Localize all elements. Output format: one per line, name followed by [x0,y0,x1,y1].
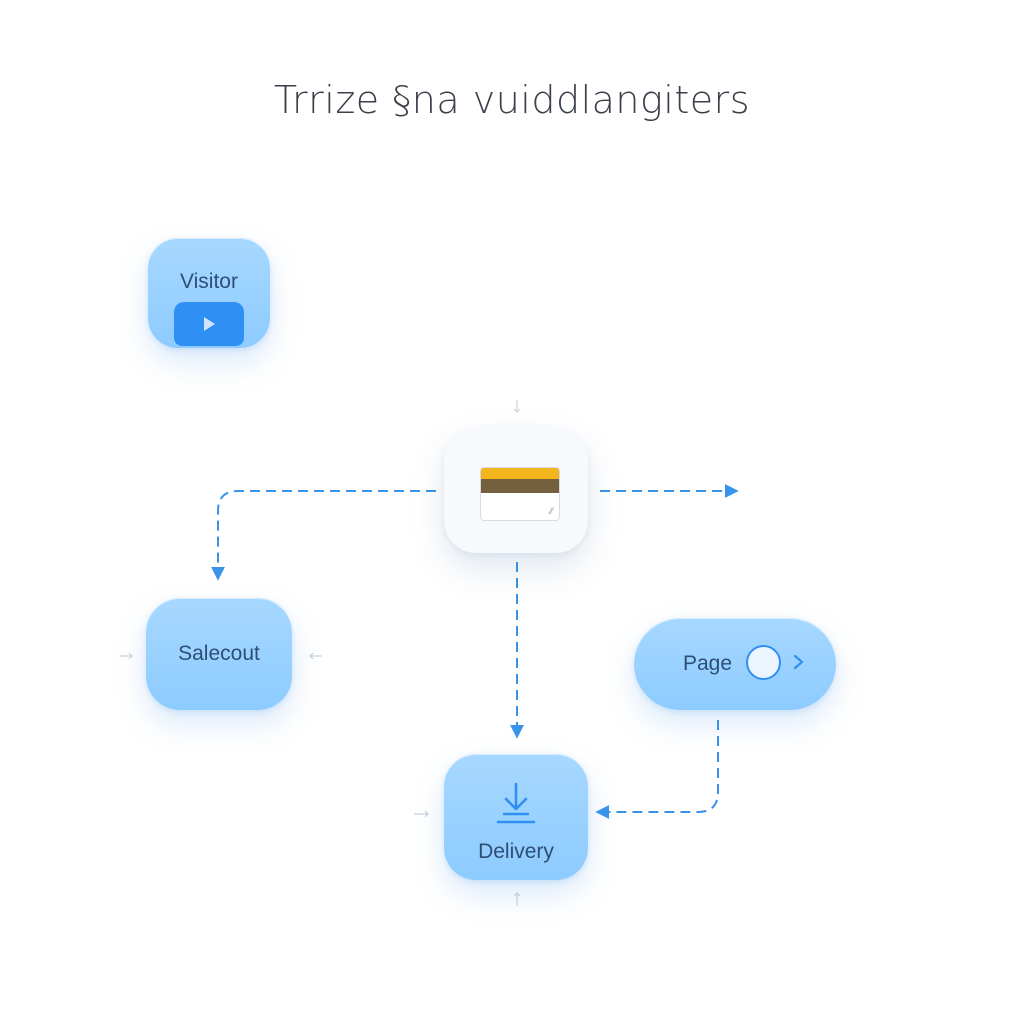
payment-card-node[interactable]: ⁄⁄ [444,427,588,553]
ghost-arrow-delivery-bottom [513,892,521,906]
delivery-label: Delivery [478,840,554,863]
play-icon[interactable] [174,302,244,346]
edge-card-to-salecout [211,490,436,581]
page-label: Page [683,652,733,675]
edge-page-to-delivery [595,720,719,819]
delivery-node[interactable]: Delivery [444,754,588,880]
circle-icon[interactable] [746,645,781,680]
diagram-title: Trrize §na vuiddlangiters [273,78,751,122]
salecout-node[interactable]: Salecout [146,598,292,710]
page-node[interactable]: Page [634,618,836,710]
ghost-arrows [120,400,521,906]
download-tray-icon [496,782,536,824]
ghost-arrow-salecout-left [120,652,133,660]
chevron-right-icon[interactable] [791,648,807,676]
visitor-label: Visitor [180,270,238,293]
ghost-arrow-top [513,400,521,413]
ghost-arrow-salecout-right [309,652,322,660]
salecout-label: Salecout [178,642,260,665]
ghost-arrow-delivery-left [414,810,429,818]
credit-card-icon: ⁄⁄ [480,467,560,521]
visitor-node[interactable]: Visitor [148,238,270,348]
